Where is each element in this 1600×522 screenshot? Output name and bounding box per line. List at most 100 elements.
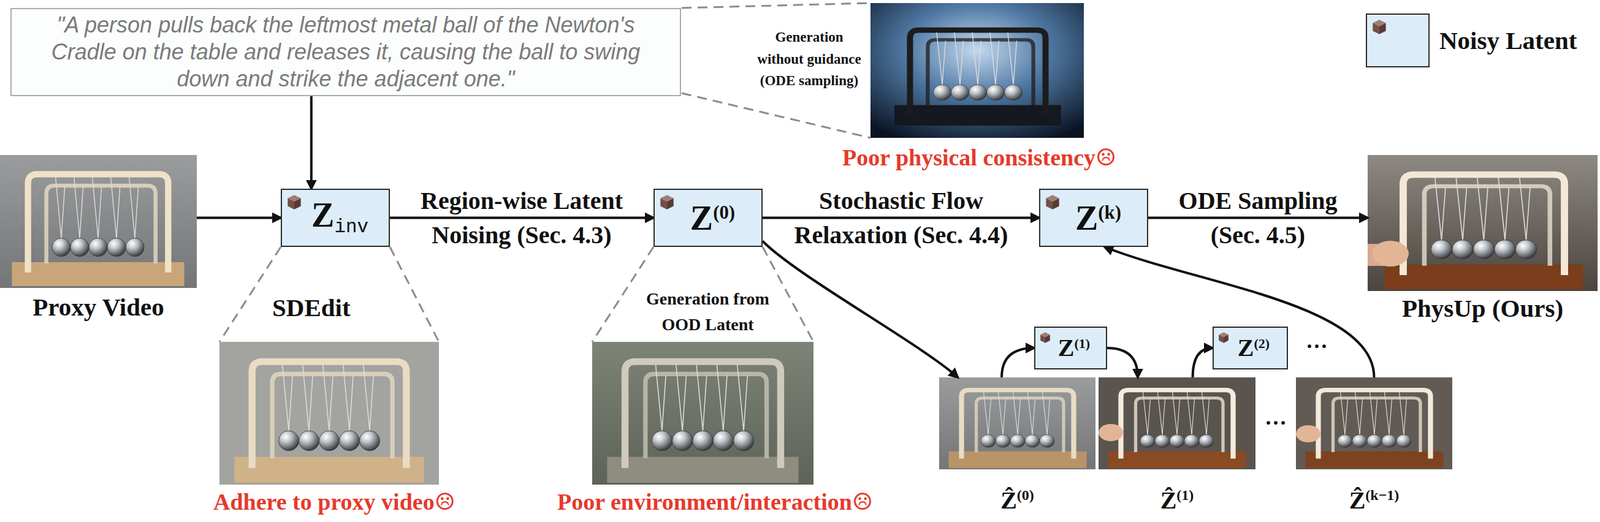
cube-face [660, 198, 667, 210]
legend-swatch [1365, 13, 1430, 68]
cube-face [1040, 334, 1046, 343]
latent-box: Z(1) [1034, 326, 1108, 370]
proxy-frame [0, 155, 197, 289]
flow-arrow [762, 241, 959, 379]
latent-cube-icon [1043, 193, 1062, 212]
cube-face [1379, 23, 1387, 35]
math-symbol: Ẑ [1160, 486, 1178, 515]
callout-line [389, 247, 439, 343]
flow-arrow [310, 96, 313, 189]
math-superscript: (0) [1017, 487, 1035, 504]
latent-symbol: Z(k) [1075, 201, 1122, 236]
hand [1371, 240, 1409, 267]
latent-box: Z(2) [1212, 326, 1288, 370]
latent-box: Zinv [280, 188, 390, 248]
latent-symbol: Z(0) [690, 201, 736, 236]
sdedit-frame [219, 342, 439, 485]
cube-face [1223, 334, 1229, 343]
cradle-picture [894, 30, 1062, 126]
math-subscript: inv [334, 217, 368, 239]
frame-background [219, 342, 439, 485]
ellipsis: ··· [1264, 410, 1287, 437]
output-frame [1367, 155, 1598, 292]
cube-face [666, 198, 674, 210]
math-superscript: (2) [1254, 335, 1271, 352]
math-symbol: Ẑ [1000, 486, 1018, 515]
math-superscript: (1) [1074, 335, 1091, 352]
cradle-picture [1108, 390, 1247, 469]
step-label: ODE Sampling (Sec. 4.5) [1159, 183, 1357, 253]
cradle-picture [1384, 174, 1583, 290]
frame-caption: Ẑ(0) [939, 486, 1096, 515]
latent-cube-icon [657, 193, 677, 212]
cube-face [1045, 198, 1053, 210]
video-frame: Ẑ(0) [939, 377, 1096, 515]
frame-background [1367, 155, 1598, 292]
math-superscript: (1) [1176, 487, 1194, 504]
frame-caption: Ẑ(1) [1098, 486, 1256, 515]
ellipsis: ··· [1305, 333, 1328, 360]
cube-face [294, 198, 301, 210]
video-frame: PhysUp (Ours) [1367, 155, 1598, 324]
math-symbol: Z [311, 196, 335, 235]
frame-background [1098, 377, 1256, 470]
hand [1098, 424, 1124, 442]
frame-background [939, 377, 1096, 470]
frame-caption: PhysUp (Ours) [1367, 294, 1598, 324]
math-symbol: Z [1075, 199, 1098, 238]
latent-symbol: Z(1) [1058, 335, 1090, 361]
video-frame: Proxy Video [0, 155, 197, 322]
latent-box: Z(k) [1039, 188, 1149, 248]
verdict-text: Adhere to proxy video☹ [213, 488, 456, 517]
flow-arrow [196, 217, 281, 220]
unguided-frame [870, 3, 1084, 138]
video-frame: Ẑ(1) [1098, 377, 1256, 515]
step-label: Region-wise Latent Noising (Sec. 4.3) [392, 183, 651, 253]
math-symbol: Z [690, 199, 713, 238]
callout-line [592, 247, 654, 343]
math-superscript: (0) [712, 201, 736, 223]
relaxed-frame [1295, 377, 1453, 470]
latent-cube-icon [1038, 331, 1052, 345]
prompt-text: "A person pulls back the leftmost metal … [39, 11, 653, 93]
verdict-text: Poor environment/interaction☹ [557, 488, 873, 517]
frame-background [0, 155, 197, 289]
step-label: Stochastic Flow Relaxation (Sec. 4.4) [769, 183, 1033, 253]
cradle-picture [948, 390, 1087, 469]
cradle-picture [11, 174, 184, 287]
callout-line [219, 247, 281, 343]
flow-arrow [1104, 247, 1375, 378]
flow-arrow [1192, 348, 1213, 378]
math-superscript: (k−1) [1365, 487, 1399, 504]
flow-arrow [389, 217, 654, 220]
latent-symbol: Zinv [311, 198, 369, 238]
video-frame: Ẑ(k−1) [1295, 377, 1453, 515]
relaxed-frame [1098, 377, 1256, 470]
callout-title: SDEdit [272, 293, 351, 324]
flow-arrow [1001, 348, 1035, 378]
math-symbol: Z [1058, 334, 1075, 362]
frame-background [592, 342, 814, 485]
flow-arrow [762, 217, 1040, 220]
callout-line [681, 3, 871, 8]
prompt-box: "A person pulls back the leftmost metal … [10, 7, 682, 97]
frame-background [870, 3, 1084, 138]
callout-title: Generation without guidance (ODE samplin… [753, 26, 865, 92]
cradle-picture [234, 361, 424, 484]
latent-cube-icon [1370, 17, 1389, 37]
cube-face [1372, 23, 1380, 35]
frame-caption: Ẑ(k−1) [1295, 486, 1453, 515]
math-symbol: Z [1237, 334, 1255, 362]
relaxed-frame [939, 377, 1096, 470]
cube-face [287, 198, 295, 210]
frame-background [1295, 377, 1453, 470]
callout-line [681, 93, 871, 138]
hand [1295, 425, 1321, 443]
latent-box: Z(0) [653, 188, 763, 248]
math-superscript: (k) [1097, 201, 1122, 223]
cube-face [1045, 334, 1051, 343]
cradle-picture [1305, 390, 1444, 469]
cube-face [1218, 334, 1224, 343]
legend-text: Noisy Latent [1439, 25, 1577, 56]
